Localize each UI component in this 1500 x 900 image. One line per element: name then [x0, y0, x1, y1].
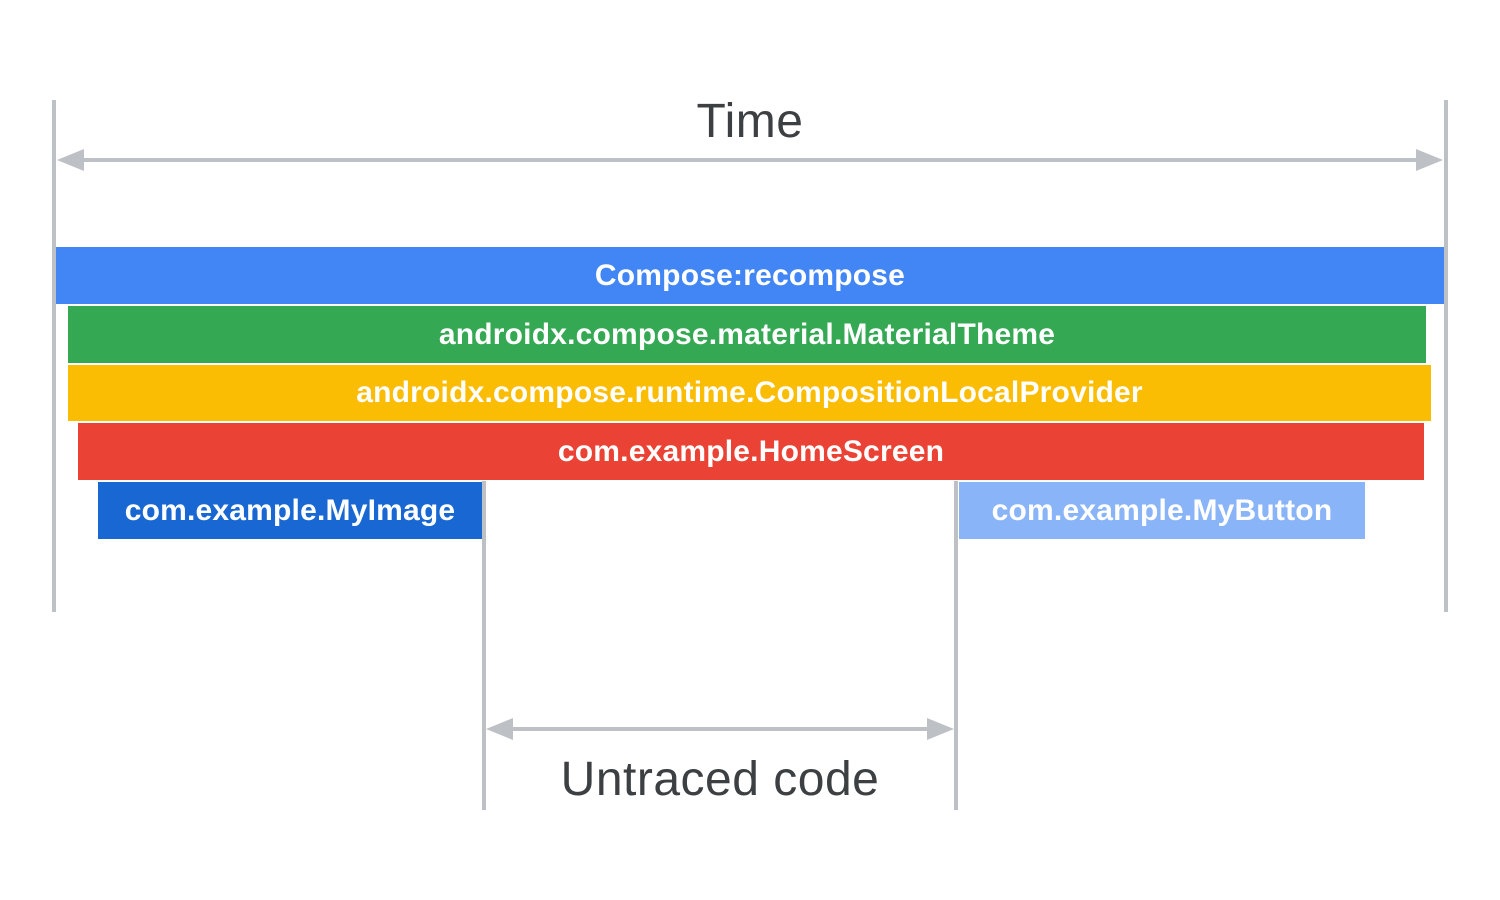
flame-bar-label: androidx.compose.material.MaterialTheme [438, 317, 1056, 351]
untraced-left-boundary-line [482, 481, 486, 810]
time-arrow [78, 158, 1422, 162]
flame-bar-material-theme: androidx.compose.material.MaterialTheme [68, 306, 1426, 363]
flame-bar-label: com.example.MyButton [991, 493, 1333, 527]
untraced-right-boundary-line [954, 481, 958, 810]
flame-bar-home-screen: com.example.HomeScreen [78, 423, 1424, 480]
flame-bar-composition-local-provider: androidx.compose.runtime.CompositionLoca… [68, 365, 1431, 421]
flame-bar-my-button: com.example.MyButton [959, 482, 1365, 539]
flame-bar-label: androidx.compose.runtime.CompositionLoca… [356, 376, 1143, 409]
arrow-right-head-icon [927, 718, 954, 740]
flame-bar-compose-recompose: Compose:recompose [56, 247, 1444, 304]
arrow-left-head-icon [486, 718, 513, 740]
flame-bar-label: Compose:recompose [594, 258, 906, 292]
flame-bar-label: com.example.HomeScreen [557, 434, 945, 468]
untraced-arrow [505, 727, 935, 731]
arrow-right-head-icon [1416, 149, 1443, 171]
time-axis-label: Time [696, 95, 804, 148]
arrow-left-head-icon [57, 149, 84, 171]
untraced-code-label: Untraced code [560, 753, 880, 806]
time-axis-left-boundary-line [52, 100, 56, 612]
time-axis-right-boundary-line [1444, 100, 1448, 612]
flame-bar-my-image: com.example.MyImage [98, 482, 482, 539]
flame-bar-label: com.example.MyImage [124, 493, 456, 527]
